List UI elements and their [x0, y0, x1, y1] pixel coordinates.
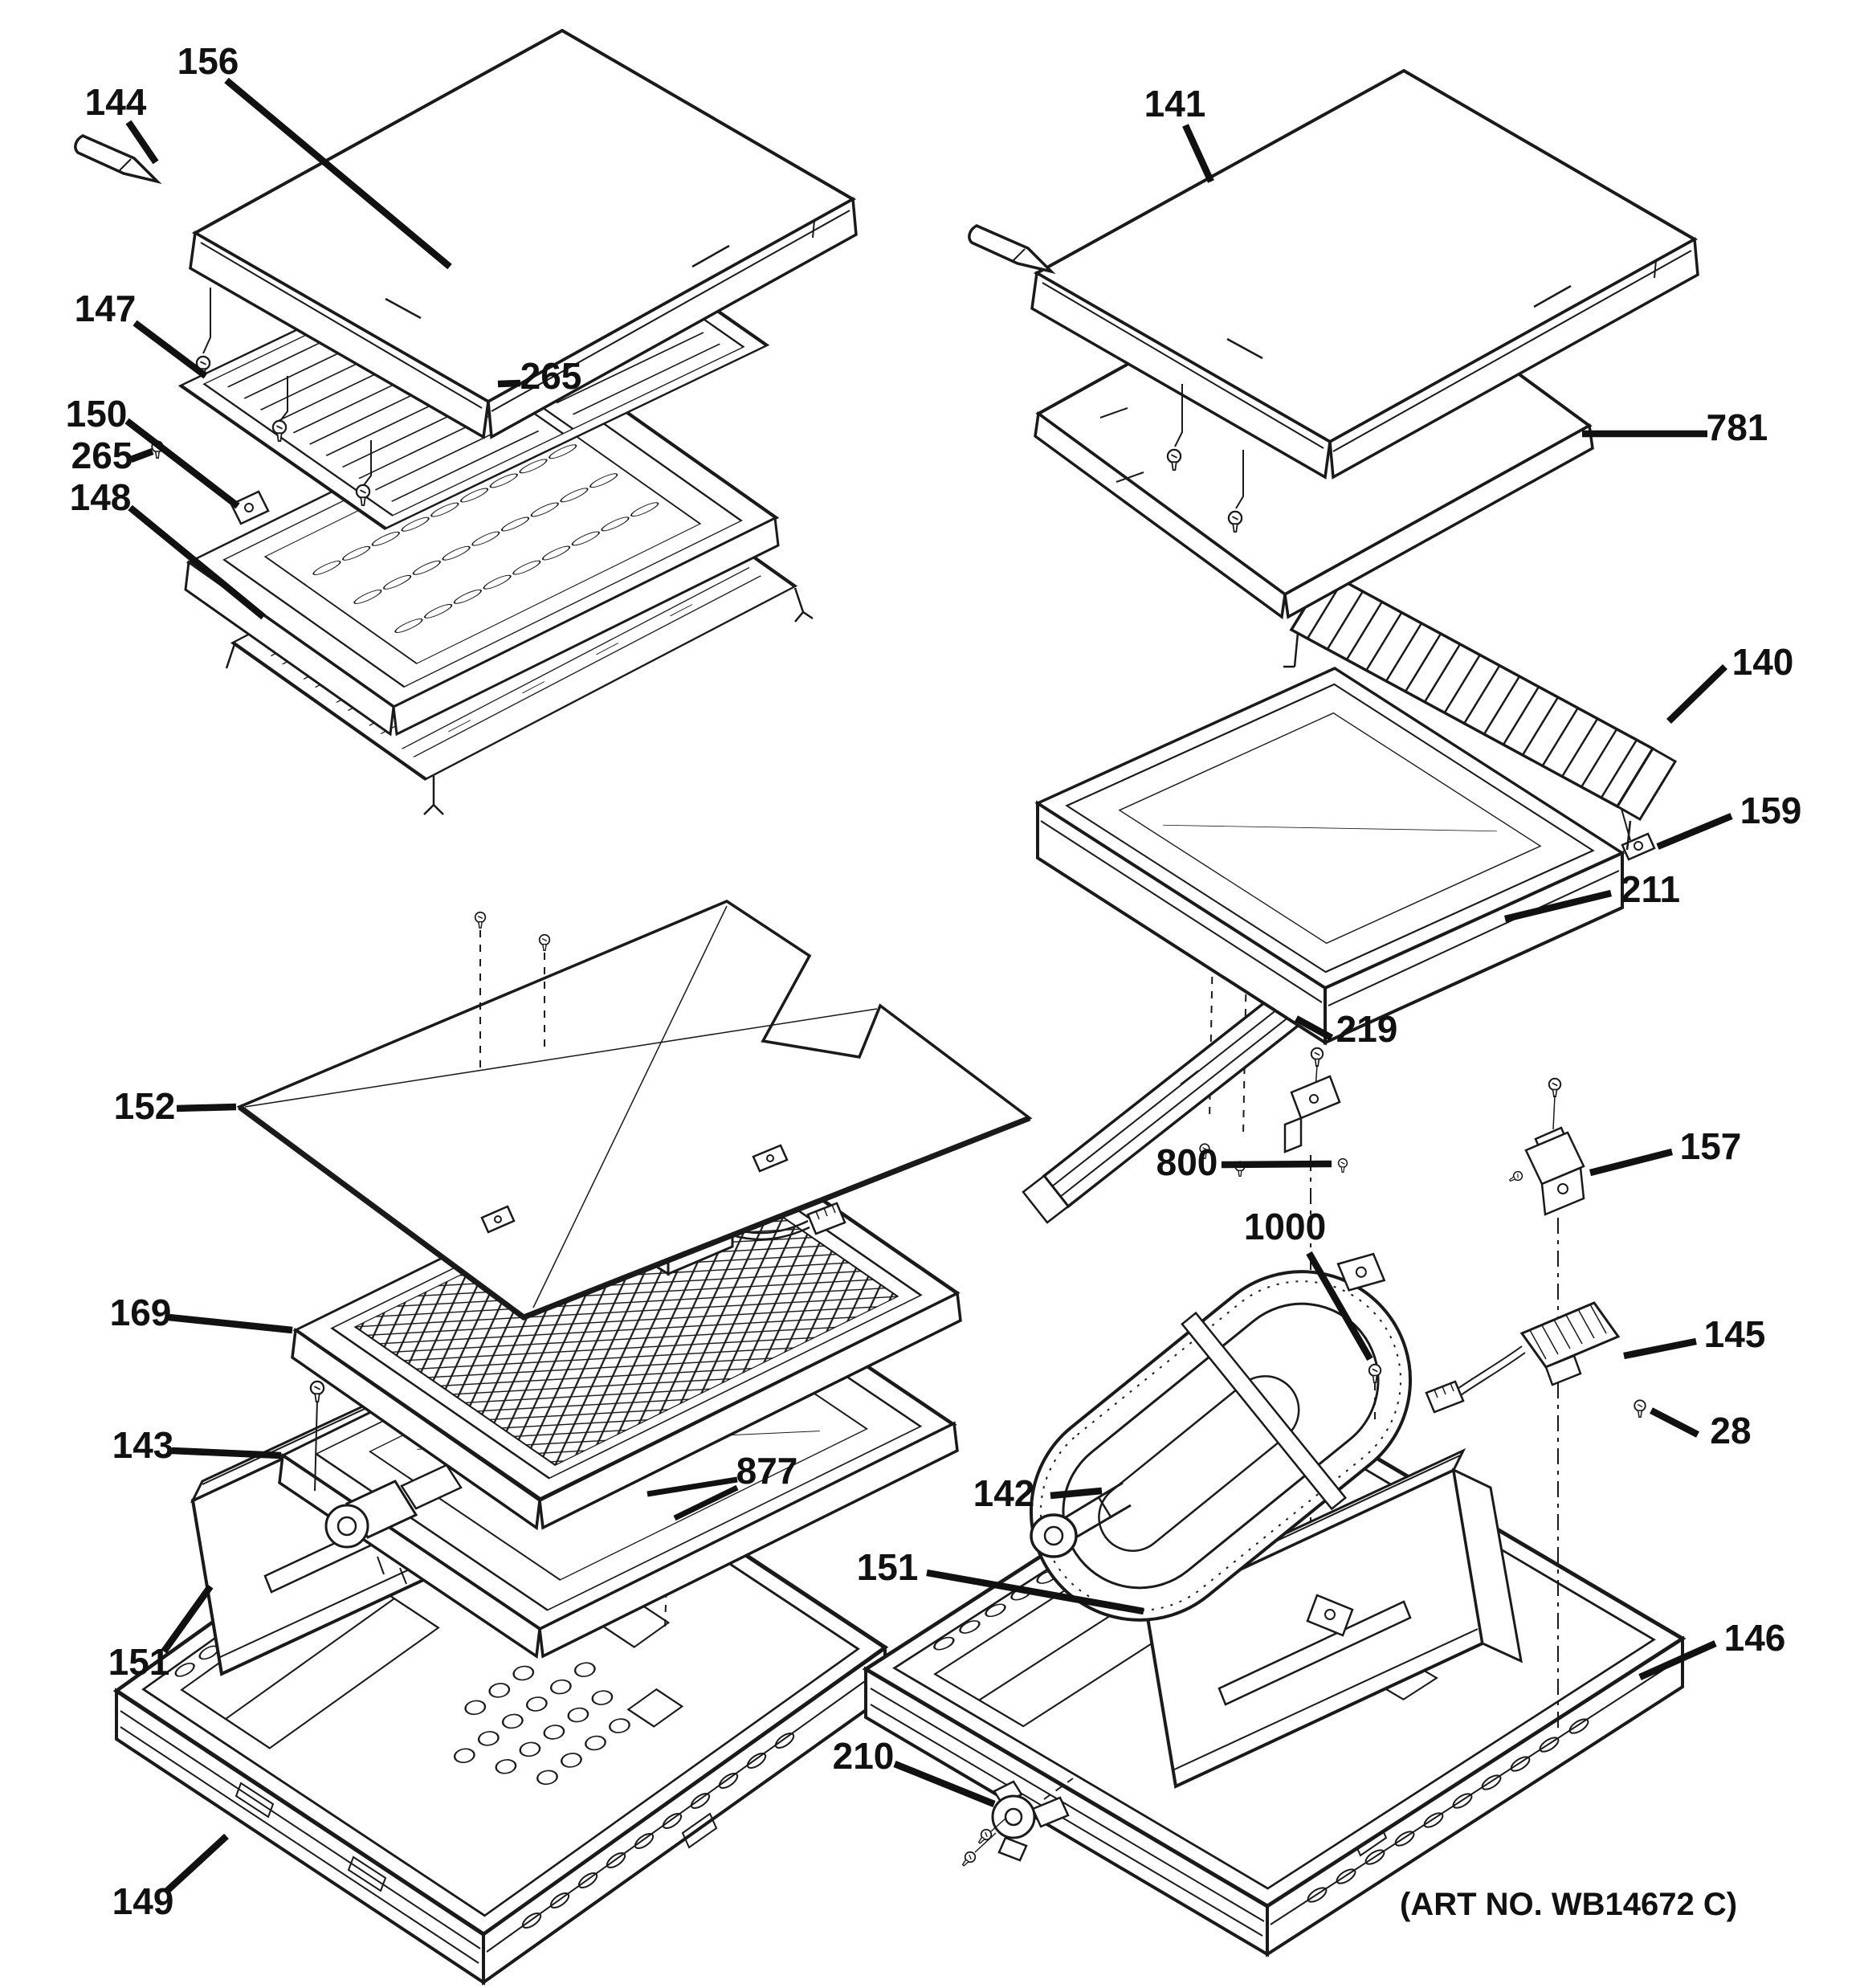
part-label-149: 149 [112, 1880, 174, 1922]
part-label-781: 781 [1707, 406, 1768, 448]
screw-1000 [1368, 1363, 1382, 1420]
part-label-800: 800 [1156, 1141, 1218, 1183]
callout-1000: 1000 [1244, 1206, 1373, 1361]
callout-146: 146 [1638, 1617, 1786, 1680]
grill-cover-right [1030, 69, 1699, 533]
callout-147: 147 [75, 288, 208, 379]
part-label-156: 156 [177, 40, 239, 82]
part-label-219: 219 [1336, 1008, 1398, 1050]
part-label-157: 157 [1680, 1125, 1742, 1167]
callout-800: 800 [1156, 1141, 1332, 1183]
igniter-145 [1425, 1301, 1621, 1414]
part-label-159: 159 [1740, 790, 1802, 831]
part-label-1000: 1000 [1244, 1206, 1326, 1247]
mesh-burner-screen [291, 1122, 962, 1531]
callout-211: 211 [1503, 868, 1680, 923]
part-label-142: 142 [973, 1472, 1035, 1514]
callout-151-right: 151 [857, 1546, 1144, 1615]
callout-156: 156 [177, 40, 452, 270]
part-label-144: 144 [85, 81, 147, 123]
callout-152: 152 [114, 1085, 237, 1127]
part-label-265-right: 265 [520, 355, 582, 397]
part-label-877: 877 [736, 1450, 798, 1492]
motor-bracket-210 [958, 1778, 1074, 1870]
callout-142: 142 [973, 1472, 1103, 1514]
u-burner [1029, 1252, 1413, 1637]
callout-210: 210 [833, 1735, 996, 1807]
part-label-145: 145 [1704, 1313, 1766, 1355]
callout-219: 219 [1294, 1008, 1398, 1050]
grease-tray [1034, 667, 1656, 1046]
part-label-211: 211 [1621, 868, 1680, 910]
part-label-143: 143 [112, 1424, 174, 1466]
part-label-146: 146 [1724, 1617, 1786, 1659]
part-label-147: 147 [75, 288, 137, 329]
callout-157: 157 [1589, 1125, 1742, 1177]
part-label-265-left: 265 [71, 435, 133, 476]
callout-28: 28 [1650, 1407, 1752, 1451]
part-label-148: 148 [70, 476, 132, 518]
callout-151-left: 151 [108, 1584, 214, 1683]
part-label-28: 28 [1710, 1410, 1751, 1451]
part-label-141: 141 [1144, 83, 1206, 125]
part-label-150: 150 [66, 393, 128, 435]
callout-149: 149 [112, 1833, 229, 1922]
part-label-152: 152 [114, 1085, 176, 1127]
callout-141: 141 [1144, 83, 1214, 183]
part-label-140: 140 [1732, 641, 1794, 683]
grill-cover-left [189, 29, 858, 507]
callout-148: 148 [70, 476, 266, 620]
bracket-800 [1283, 1047, 1348, 1174]
callout-144: 144 [85, 81, 159, 165]
heat-shield [236, 900, 1033, 1321]
part-label-169: 169 [110, 1292, 172, 1333]
callout-265-left: 265 [71, 435, 154, 476]
callout-159: 159 [1656, 790, 1802, 850]
callout-140: 140 [1666, 641, 1794, 725]
part-label-151-right: 151 [857, 1546, 919, 1588]
part-label-210: 210 [833, 1735, 895, 1777]
callout-150: 150 [66, 393, 240, 509]
callout-265-right: 265 [497, 355, 582, 397]
burner-frame [184, 372, 780, 737]
art-number: (ART NO. WB14672 C) [1400, 1887, 1737, 1922]
callout-145: 145 [1623, 1313, 1766, 1360]
grease-grate [1282, 557, 1678, 851]
callout-143: 143 [112, 1424, 282, 1466]
callout-877: 877 [646, 1450, 798, 1521]
callout-169: 169 [110, 1292, 293, 1334]
part-label-151-left: 151 [108, 1641, 170, 1683]
callout-781: 781 [1582, 406, 1768, 448]
bracket-157 [1507, 1077, 1585, 1216]
